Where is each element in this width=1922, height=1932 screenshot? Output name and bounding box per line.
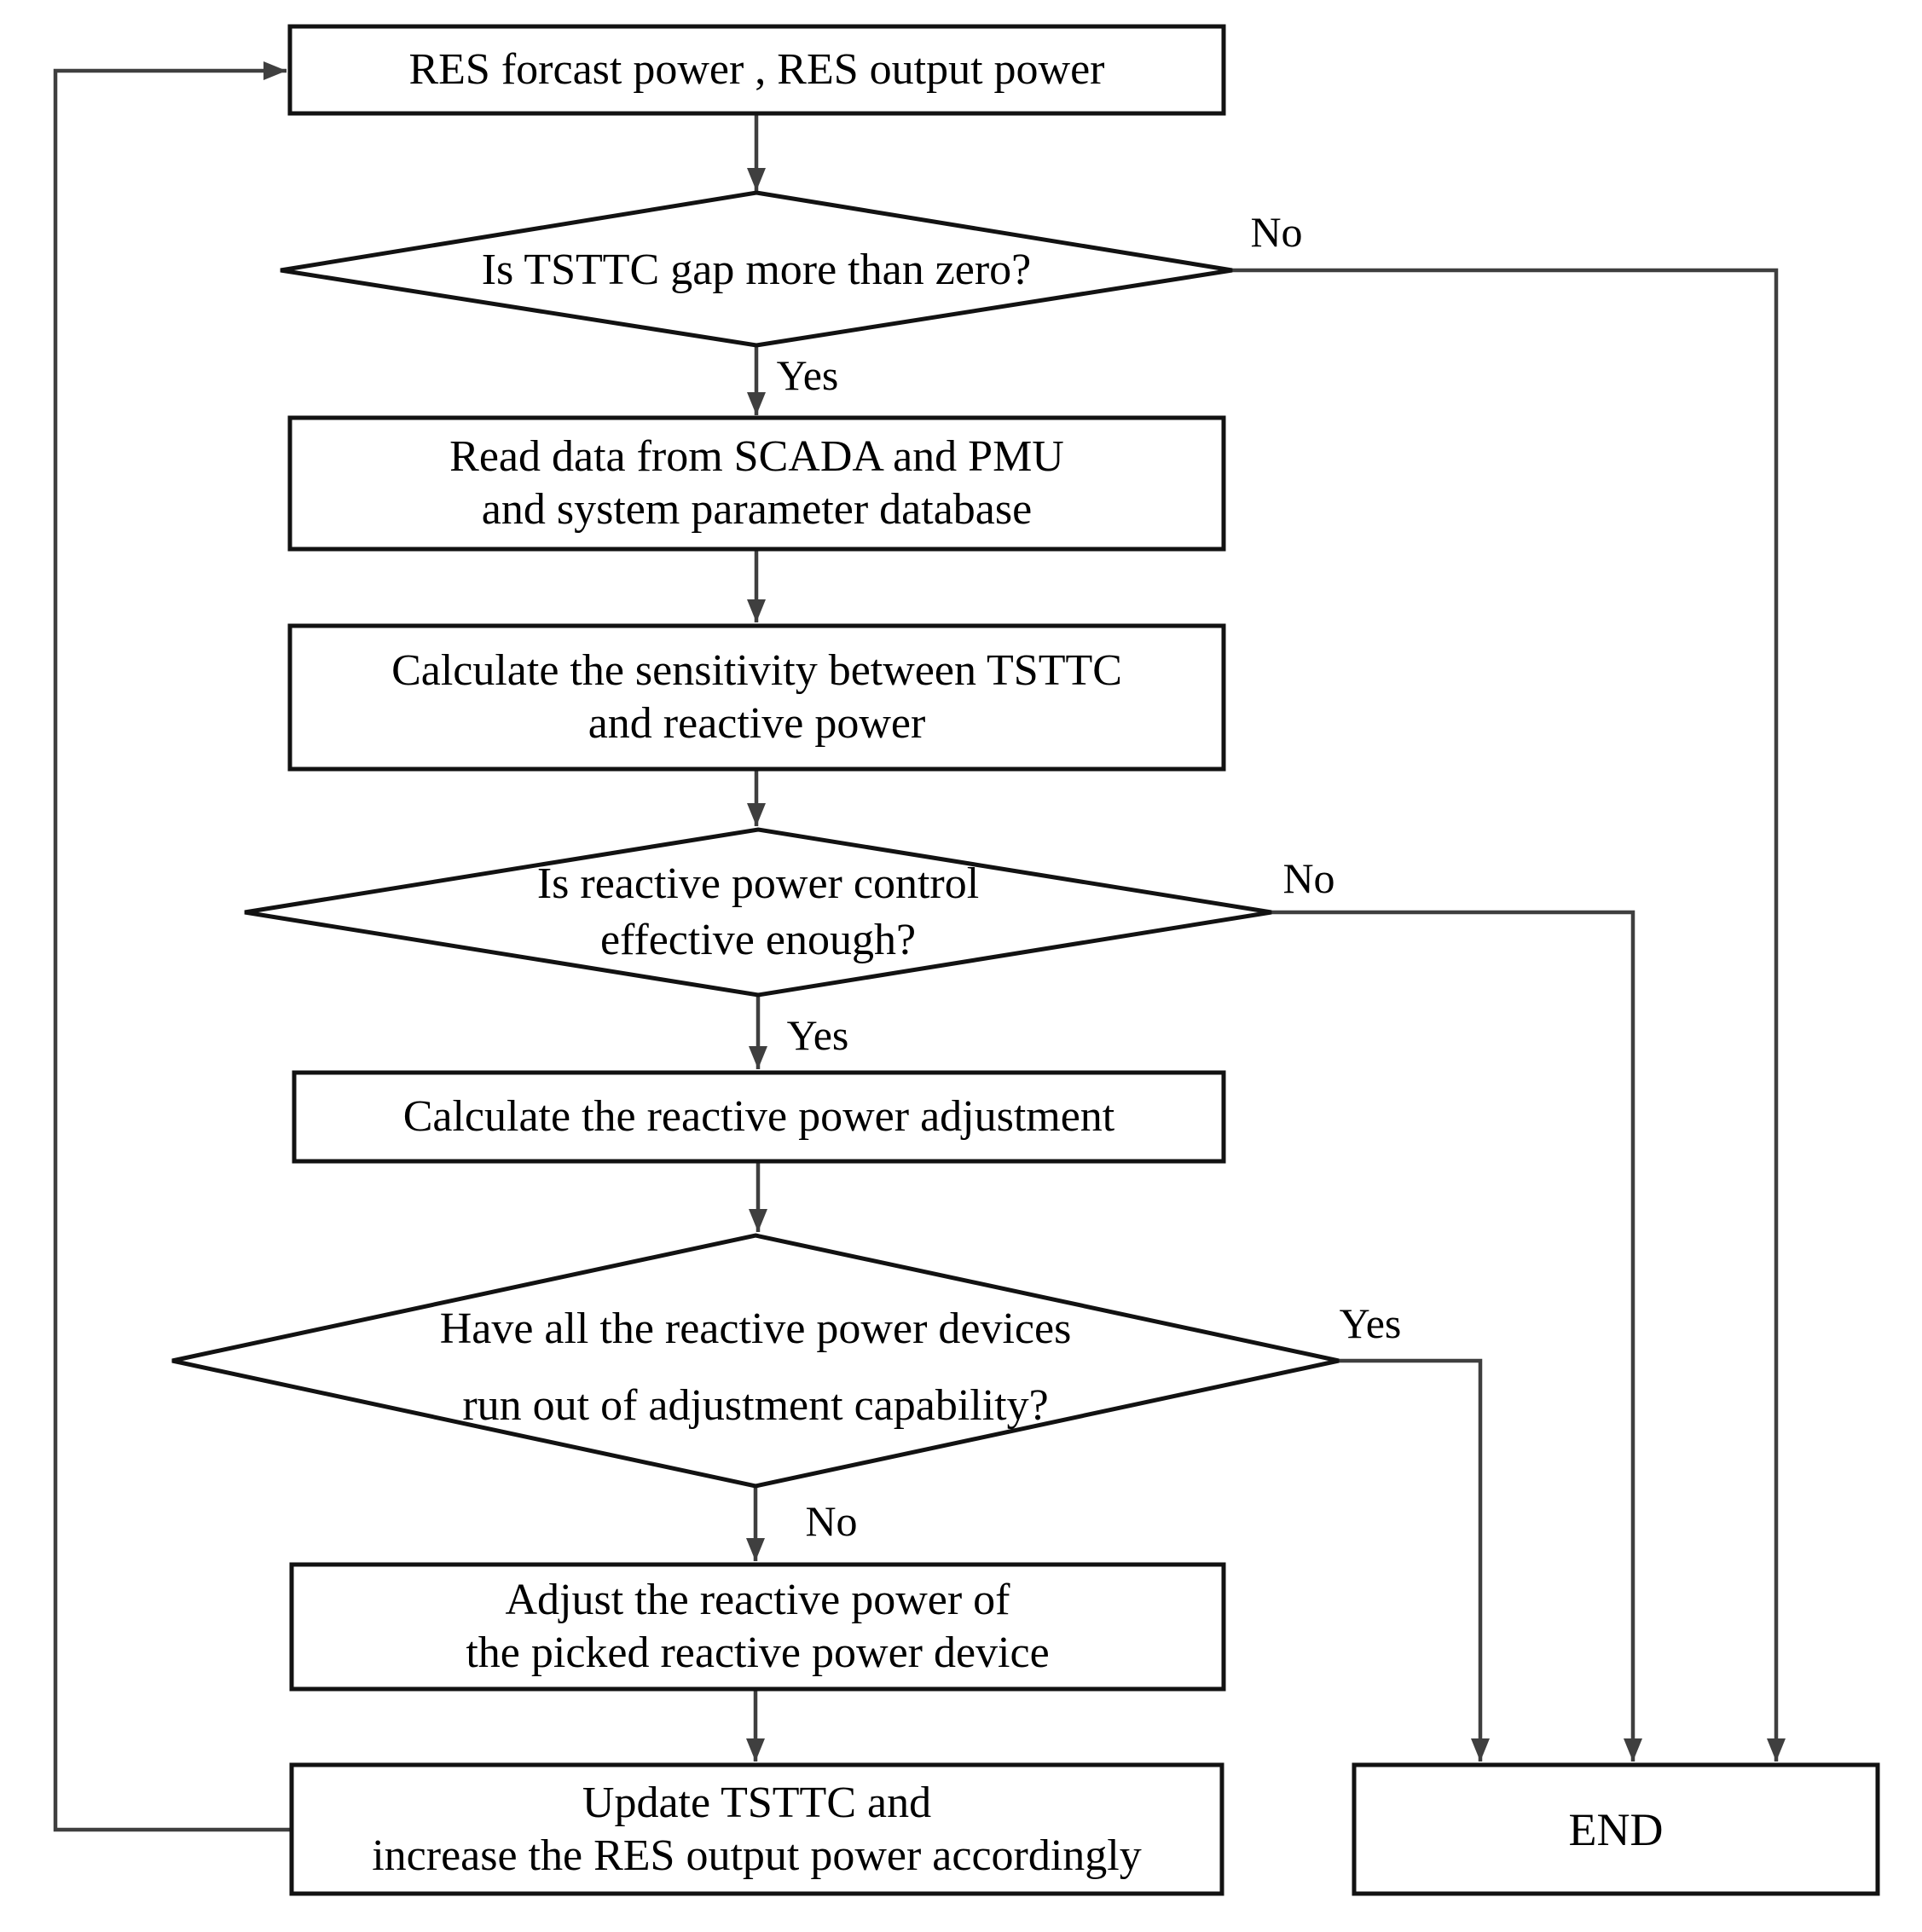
- start-node-text: RES forcast power , RES output power: [408, 45, 1105, 94]
- edge-label-decision1-no: No: [1250, 208, 1303, 256]
- update-tsttc-node-shape: [289, 1762, 1224, 1896]
- start-node-label: RES forcast power , RES output power: [294, 26, 1219, 113]
- end-node-text: END: [1568, 1803, 1664, 1855]
- edge-decision1-no-to-end: [1232, 268, 1786, 1761]
- start-node-shape: [287, 24, 1226, 116]
- calc-adjustment-text: Calculate the reactive power adjustment: [402, 1092, 1115, 1141]
- edge-label-decision3-yes: Yes: [1339, 1299, 1402, 1347]
- adjust-device-line2: the picked reactive power device: [466, 1628, 1050, 1677]
- adjust-device-line1: Adjust the reactive power of: [505, 1576, 1010, 1624]
- adjust-device-node-label: Adjust the reactive power of the picked …: [292, 1565, 1224, 1689]
- calc-sensitivity-line1: Calculate the sensitivity between TSTTC: [391, 646, 1122, 695]
- decision2-line1: Is reactive power control: [536, 859, 980, 908]
- calc-sensitivity-node-label: Calculate the sensitivity between TSTTC …: [290, 626, 1224, 769]
- read-data-node-label: Read data from SCADA and PMU and system …: [290, 418, 1224, 549]
- decision1-shape: [280, 190, 1233, 348]
- edge-decision2-no-to-end: [1271, 910, 1642, 1761]
- decision2-label: Is reactive power control effective enou…: [289, 855, 1227, 969]
- decision2-line2: effective enough?: [599, 916, 917, 964]
- update-tsttc-node-label: Update TSTTC and increase the RES output…: [292, 1765, 1222, 1894]
- decision1-text: Is TSTTC gap more than zero?: [481, 246, 1032, 294]
- decision3-shape: [171, 1233, 1340, 1489]
- end-node-label: END: [1354, 1765, 1878, 1894]
- read-data-node-shape: [287, 415, 1226, 552]
- read-data-line1: Read data from SCADA and PMU: [449, 432, 1064, 481]
- calc-sensitivity-line2: and reactive power: [588, 699, 926, 748]
- adjust-device-node-shape: [289, 1562, 1226, 1692]
- calc-adjustment-node-shape: [292, 1070, 1226, 1164]
- edge-label-decision2-yes: Yes: [786, 1011, 849, 1059]
- read-data-line2: and system parameter database: [481, 485, 1033, 534]
- decision3-label: Have all the reactive power devices run …: [287, 1291, 1224, 1444]
- edge-decision3-yes-to-end: [1339, 1358, 1490, 1761]
- update-tsttc-line1: Update TSTTC and: [582, 1778, 932, 1827]
- edge-label-decision2-no: No: [1282, 854, 1335, 902]
- calc-sensitivity-node-shape: [287, 623, 1226, 772]
- edge-label-decision3-no: No: [805, 1497, 858, 1545]
- calc-adjustment-node-label: Calculate the reactive power adjustment: [294, 1073, 1224, 1161]
- end-node-shape: [1352, 1762, 1880, 1896]
- decision3-line1: Have all the reactive power devices: [439, 1304, 1072, 1353]
- edge-label-decision1-yes: Yes: [776, 351, 839, 399]
- decision2-shape: [244, 827, 1272, 998]
- decision3-line2: run out of adjustment capability?: [462, 1381, 1049, 1430]
- decision1-label: Is TSTTC gap more than zero?: [330, 228, 1183, 313]
- update-tsttc-line2: increase the RES output power accordingl…: [372, 1831, 1142, 1880]
- edge-loop-back: [53, 61, 292, 1832]
